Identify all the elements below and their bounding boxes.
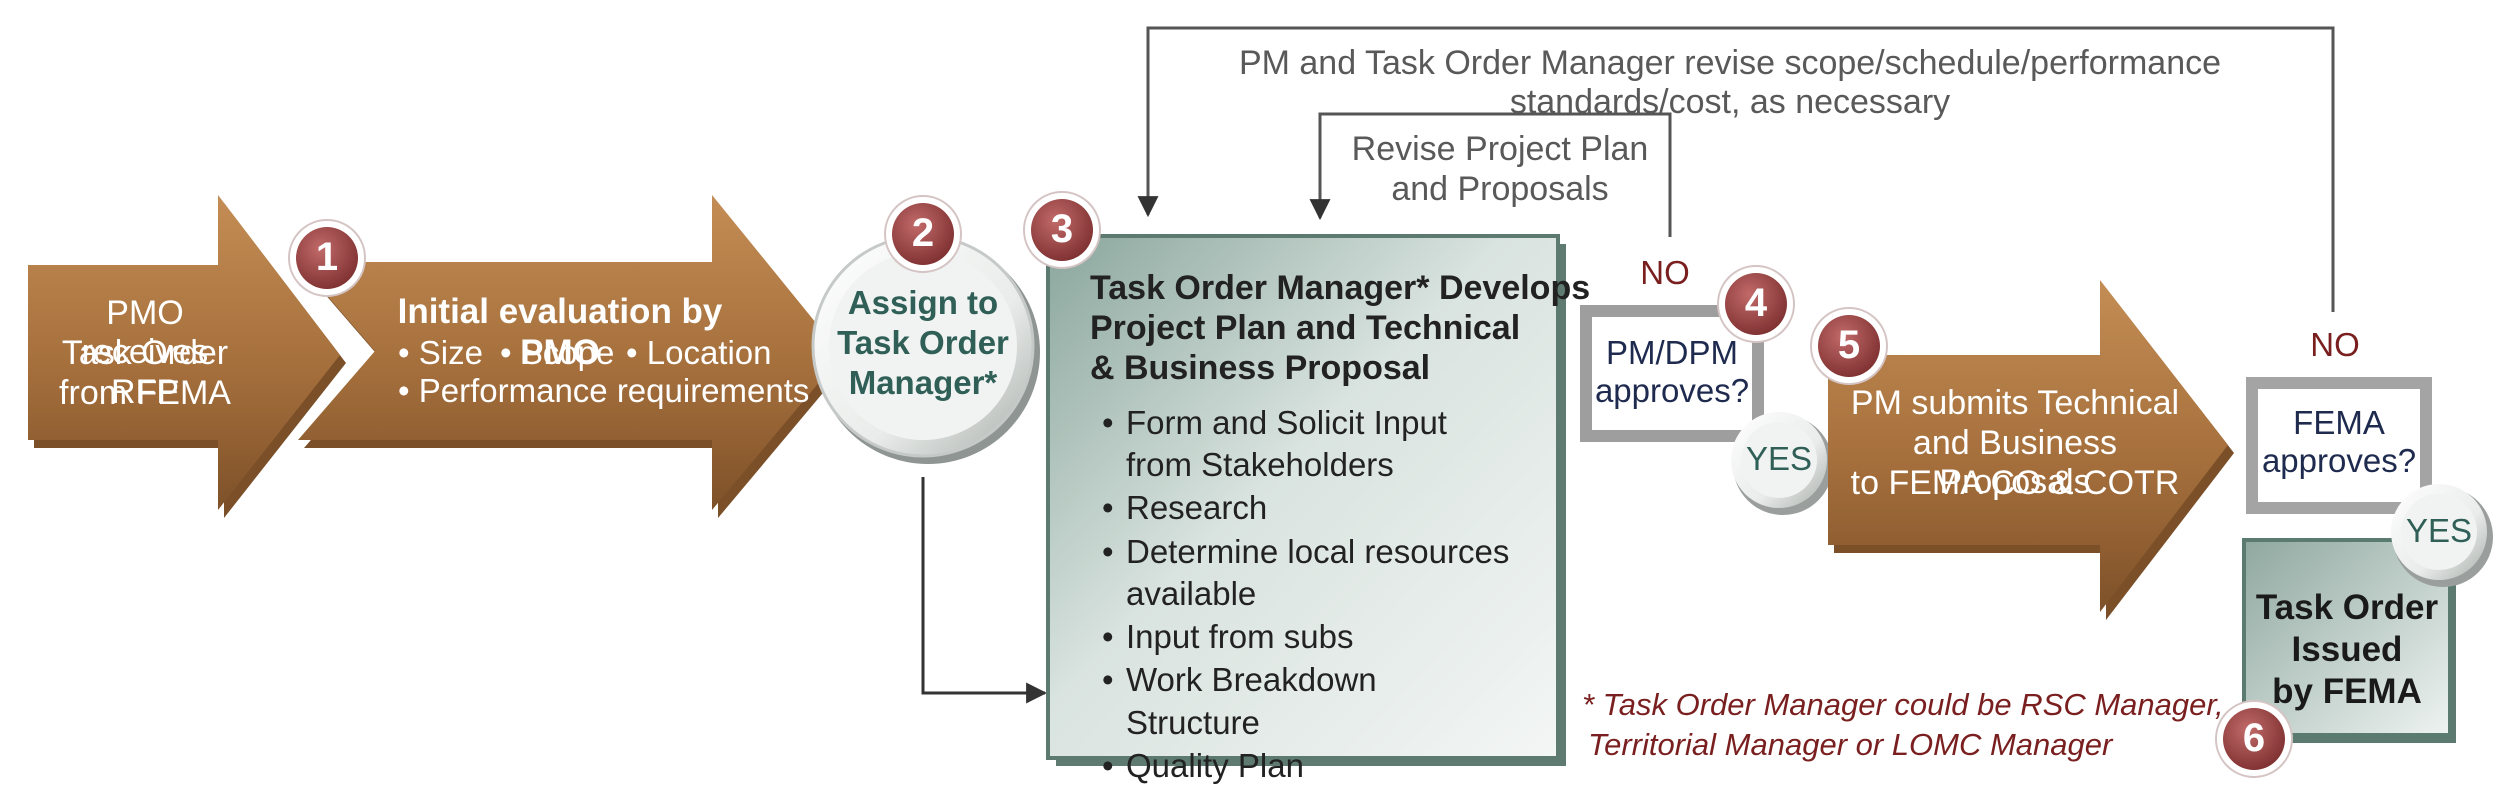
step3-item-list: Form and Solicit Input from Stakeholders…: [1098, 402, 1518, 788]
step3-item: Quality Plan: [1098, 745, 1518, 787]
step3-item: Input from subs: [1098, 616, 1518, 658]
outer-loop-connector: [1137, 26, 2335, 312]
step6-text-line3: by FEMA: [2272, 672, 2422, 711]
step5-text-line1: PM submits Technical: [1850, 384, 2180, 422]
step1-bullet-size-text: Size: [418, 334, 483, 371]
fema-decision-box: [2258, 389, 2420, 502]
step6-box: [2242, 538, 2452, 737]
step2-number: 2: [911, 211, 935, 255]
fema-text-line1: FEMA: [2293, 404, 2385, 441]
step3-number: 3: [1050, 207, 1074, 251]
step1-bullet-location-text: Location: [646, 334, 772, 371]
step5-arrow: [1828, 280, 2228, 612]
step6-text-line2: Issued: [2291, 630, 2403, 669]
step4-text-line2: approves?: [1594, 372, 1750, 409]
outer-loop-label: PM and Task Order Manager revise scope/s…: [1238, 44, 2222, 122]
inner-loop-connector: [1309, 112, 1672, 237]
step1-title: Initial evaluation by PMO: [397, 292, 723, 372]
step3-item: Research: [1098, 487, 1518, 529]
step1-number: 1: [315, 235, 339, 279]
step4-decision-box: [1592, 317, 1752, 430]
step4-badge: [1717, 265, 1795, 343]
fema-yes-label: YES: [2405, 512, 2473, 549]
step1-bullet-performance-text: Performance requirements: [418, 372, 810, 409]
step1-bullet-location: • Location: [626, 334, 772, 371]
start-text-line2: Task Order RFP: [61, 334, 229, 412]
step3-title-line2: Project Plan and Technical: [1090, 309, 1521, 347]
step4-yes-label: YES: [1745, 440, 1813, 477]
step2-circle-inner: [829, 252, 1017, 440]
step4-number: 4: [1744, 281, 1768, 325]
step3-item: Form and Solicit Input from Stakeholders: [1098, 402, 1518, 486]
fema-text-line2: approves?: [2261, 442, 2417, 479]
inner-loop-label-line1: Revise Project Plan: [1351, 130, 1649, 168]
step1-badge: [288, 219, 366, 297]
start-text-line1: PMO receives: [81, 294, 209, 372]
step5-text-line2: and Business Proposals: [1912, 424, 2118, 502]
step3-badge: [1023, 191, 1101, 269]
step6-badge: [2215, 700, 2293, 778]
step4-text-line1: PM/DPM: [1606, 334, 1738, 371]
step2-badge: [884, 195, 962, 273]
step6-number: 6: [2242, 716, 2266, 760]
step5-text-line3: to FEMA CO & COTR: [1850, 464, 2180, 502]
start-arrow: [28, 195, 340, 510]
step5-badge: [1810, 307, 1888, 385]
assign-to-plan-connector: [921, 477, 1048, 704]
footnote-line2: Territorial Manager or LOMC Manager: [1588, 727, 2113, 762]
step1-bullet-performance: • Performance requirements: [398, 372, 810, 409]
fema-yes-circle-inner: [2401, 494, 2477, 570]
step4-yes-circle-inner: [1741, 422, 1817, 498]
step1-bullet-scope-text: Scope: [520, 334, 615, 371]
step2-text-line2: Task Order: [837, 324, 1009, 361]
step4-no-label: NO: [1640, 254, 1690, 291]
step1-bullet-scope: • Scope: [500, 334, 615, 371]
step3-item: Determine local resources available: [1098, 531, 1518, 615]
step2-text-line3: Manager*: [848, 364, 998, 401]
footnote-line1: * Task Order Manager could be RSC Manage…: [1582, 687, 2224, 722]
step1-bullet-size: • Size: [398, 334, 483, 371]
step1-arrow: [298, 195, 842, 510]
fema-no-label: NO: [2310, 326, 2360, 363]
step2-text-line1: Assign to: [847, 284, 999, 321]
step5-number: 5: [1837, 323, 1861, 367]
step3-item: Work Breakdown Structure: [1098, 659, 1518, 743]
step6-text-line1: Task Order: [2255, 588, 2439, 627]
step3-title-line3: & Business Proposal: [1090, 349, 1431, 387]
start-text-line3: from FEMA: [59, 374, 231, 412]
inner-loop-label-line2: and Proposals: [1391, 170, 1609, 208]
step3-title-line1: Task Order Manager* Develops: [1090, 269, 1591, 307]
